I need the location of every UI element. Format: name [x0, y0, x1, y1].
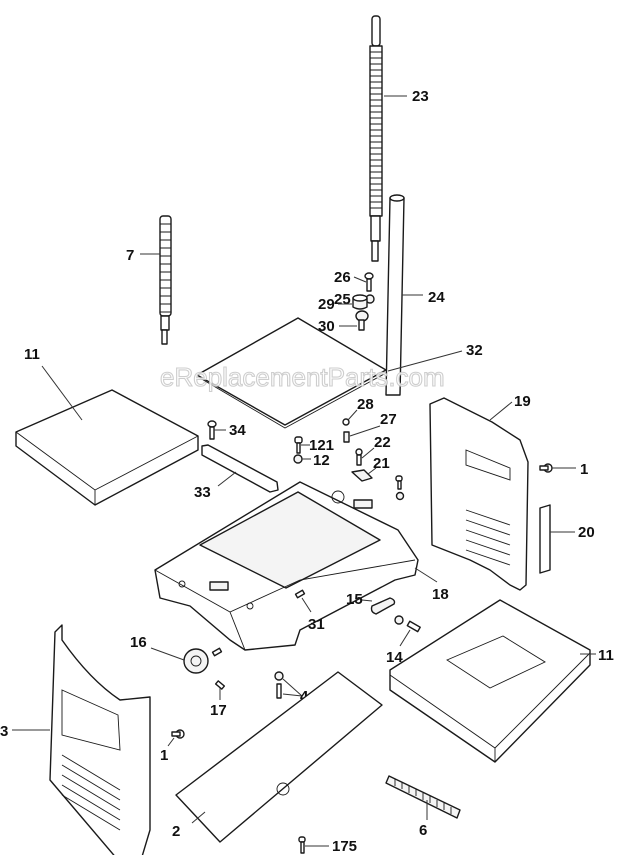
part-11-tray-right[interactable] — [389, 599, 591, 763]
callout-15: 15 — [346, 591, 363, 608]
callout-32: 32 — [466, 342, 483, 359]
part-3-front-cover[interactable] — [49, 624, 151, 855]
callout-29: 29 — [318, 296, 335, 313]
part-175-screw[interactable] — [298, 836, 306, 854]
part-121-bolt[interactable] — [294, 436, 303, 454]
part-bolt-and-nut[interactable] — [395, 475, 405, 501]
part-21-clip[interactable] — [351, 469, 373, 482]
part-23-threaded-rod[interactable] — [369, 15, 383, 262]
part-6-chain[interactable] — [385, 775, 461, 819]
callout-26: 26 — [334, 269, 351, 286]
callout-31: 31 — [308, 616, 325, 633]
part-18-base[interactable] — [154, 481, 419, 651]
callout-25: 25 — [334, 291, 351, 308]
callout-2: 2 — [172, 823, 180, 840]
part-15-pin[interactable] — [370, 597, 396, 615]
part-1-screw-left[interactable] — [171, 729, 185, 739]
part-7-threaded-rod[interactable] — [159, 215, 172, 345]
callout-34: 34 — [229, 422, 246, 439]
callout-12: 12 — [313, 452, 330, 469]
callout-11-right: 11 — [598, 647, 614, 664]
callout-11-left: 11 — [24, 346, 40, 363]
callout-1-left: 1 — [160, 747, 168, 764]
callout-3: 3 — [0, 723, 8, 740]
part-19-side-panel[interactable] — [429, 397, 529, 591]
part-11-tray-left[interactable] — [15, 389, 199, 506]
callout-28: 28 — [357, 396, 374, 413]
part-2-bottom-plate[interactable] — [175, 671, 383, 843]
part-32-cover-plate[interactable] — [196, 317, 387, 429]
part-28-ball[interactable] — [342, 418, 350, 426]
part-14-screw-and-washer[interactable] — [394, 615, 421, 633]
part-29-gear-knob[interactable] — [352, 294, 368, 310]
callout-24: 24 — [428, 289, 445, 306]
callout-16: 16 — [130, 634, 147, 651]
part-16-gear[interactable] — [183, 648, 209, 674]
callout-20: 20 — [578, 524, 595, 541]
part-12-nut[interactable] — [293, 454, 303, 464]
part-34-screw[interactable] — [207, 420, 217, 440]
callout-23: 23 — [412, 88, 429, 105]
part-22-screw[interactable] — [355, 448, 363, 466]
callout-19: 19 — [514, 393, 531, 410]
part-4-screw-and-washer[interactable] — [274, 671, 284, 699]
part-30-knob-screw[interactable] — [355, 310, 369, 331]
callout-22: 22 — [374, 434, 391, 451]
callout-17: 17 — [210, 702, 227, 719]
callout-175: 175 — [332, 838, 357, 855]
callout-6: 6 — [419, 822, 427, 839]
callout-18: 18 — [432, 586, 449, 603]
part-24-tube[interactable] — [385, 194, 405, 396]
callout-4: 4 — [300, 688, 309, 705]
part-20-label-strip[interactable] — [539, 504, 551, 574]
part-31-screw[interactable] — [294, 589, 306, 599]
callout-7: 7 — [126, 247, 134, 264]
callout-30: 30 — [318, 318, 335, 335]
callout-21: 21 — [373, 455, 390, 472]
part-26-screw[interactable] — [364, 272, 374, 292]
part-33-bracket[interactable] — [201, 444, 279, 493]
callout-121: 121 — [309, 437, 334, 454]
callout-14: 14 — [386, 649, 403, 666]
watermark: eReplacementParts.com — [160, 362, 445, 392]
callout-27: 27 — [380, 411, 397, 428]
callout-1-right: 1 — [580, 461, 588, 478]
part-27-spring[interactable] — [343, 431, 350, 443]
callout-33: 33 — [194, 484, 211, 501]
part-17-pin[interactable] — [211, 647, 226, 690]
part-1-screw-right[interactable] — [539, 463, 553, 473]
